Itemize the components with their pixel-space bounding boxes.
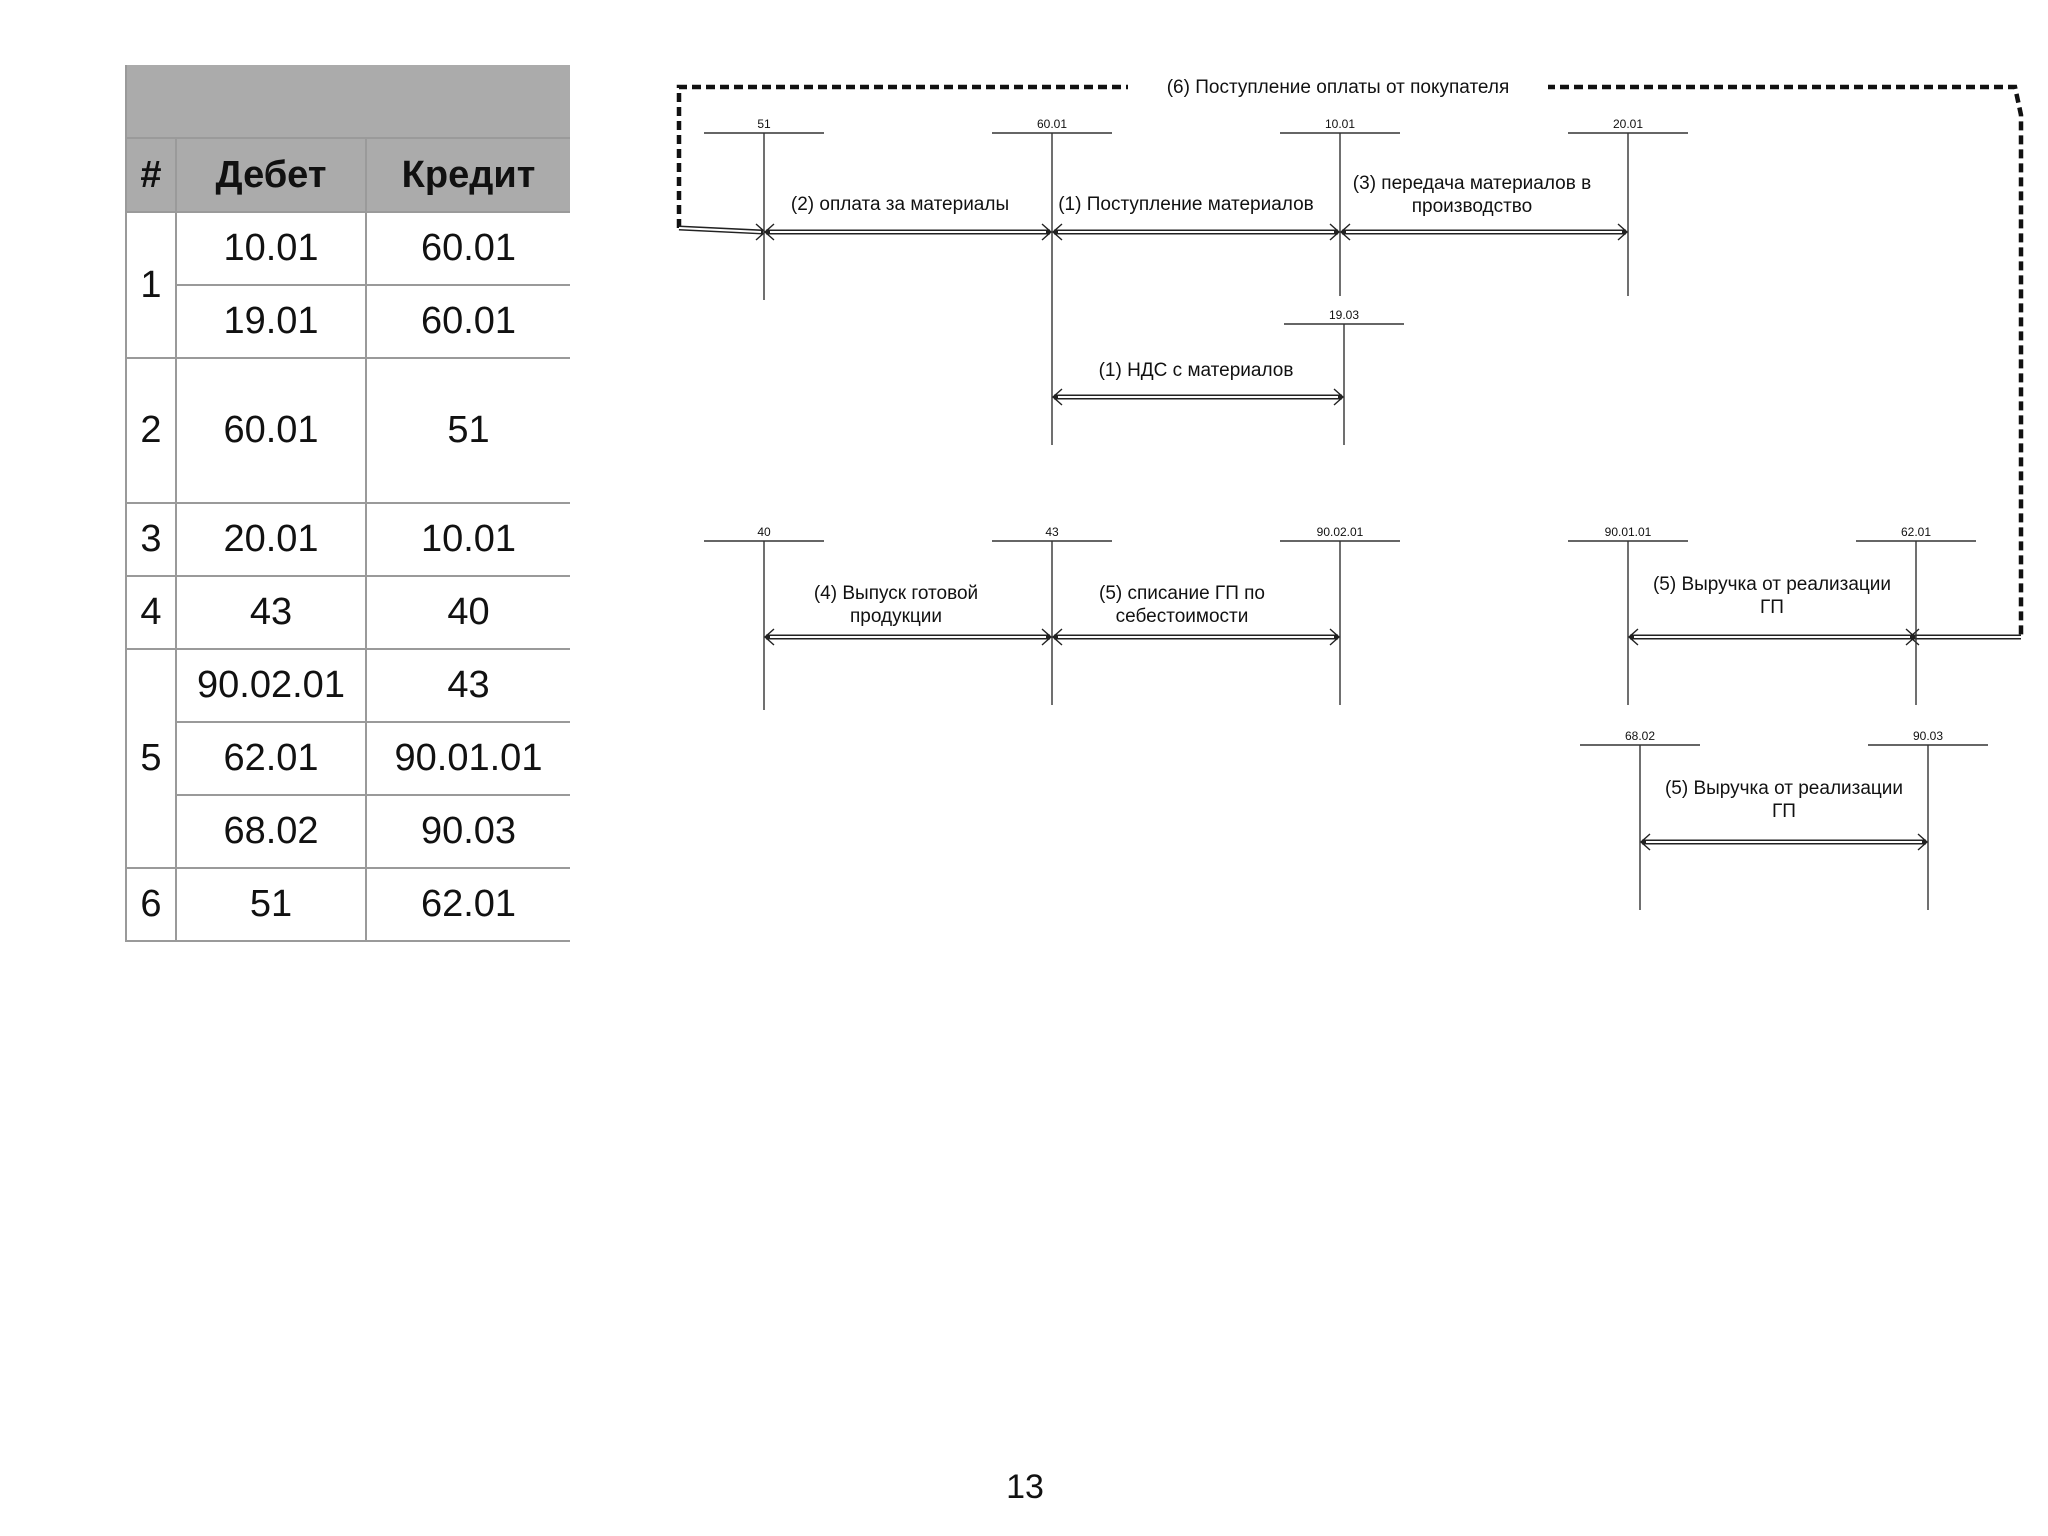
account-label: 10.01 bbox=[1325, 117, 1355, 131]
t-account-62-01: 62.01 bbox=[1856, 525, 1976, 705]
account-label: 20.01 bbox=[1613, 117, 1643, 131]
svg-text:(2) оплата за материалы: (2) оплата за материалы bbox=[791, 194, 1009, 215]
svg-text:(5) Выручка от реализации: (5) Выручка от реализации bbox=[1665, 778, 1903, 799]
table-row: 1 10.01 60.01 bbox=[125, 211, 570, 359]
table-row: 19.01 60.01 bbox=[126, 284, 570, 359]
table-row: 4 43 40 bbox=[125, 575, 570, 650]
table-header-row: # Дебет Кредит bbox=[125, 137, 570, 213]
t-account-51: 51 bbox=[704, 117, 824, 300]
entry-credit: 90.03 bbox=[365, 794, 570, 869]
flow-1-vat-materials: (1) НДС с материалов bbox=[1051, 360, 1345, 406]
entry-credit: 60.01 bbox=[365, 211, 570, 286]
account-label: 68.02 bbox=[1625, 729, 1655, 743]
svg-text:(3) передача материалов в: (3) передача материалов в bbox=[1353, 173, 1591, 194]
table-row: 68.02 90.03 bbox=[126, 794, 570, 869]
entry-debit: 19.01 bbox=[175, 284, 367, 359]
payment-loop-dashed-line bbox=[676, 84, 2024, 637]
entry-debit: 20.01 bbox=[175, 502, 367, 577]
payment-caption-bg bbox=[1128, 73, 1548, 101]
entry-credit: 40 bbox=[365, 575, 570, 650]
entry-credit: 51 bbox=[365, 357, 570, 504]
flow-2-payment-materials: (2) оплата за материалы bbox=[763, 194, 1053, 241]
account-label: 62.01 bbox=[1901, 525, 1931, 539]
entry-credit: 90.01.01 bbox=[365, 721, 570, 796]
account-flow-diagram: (6) Поступление оплаты от покупателя 51 … bbox=[676, 73, 2024, 910]
entry-credit: 62.01 bbox=[365, 867, 570, 942]
svg-text:(1) Поступление материалов: (1) Поступление материалов bbox=[1058, 194, 1314, 215]
t-account-90-01-01: 90.01.01 bbox=[1568, 525, 1688, 705]
t-account-19-03: 19.03 bbox=[1284, 308, 1404, 445]
svg-text:производство: производство bbox=[1412, 196, 1533, 217]
table-row: 5 90.02.01 43 bbox=[125, 648, 570, 869]
entry-number: 3 bbox=[125, 502, 177, 577]
entry-number: 6 bbox=[125, 867, 177, 942]
payment-caption: (6) Поступление оплаты от покупателя bbox=[1167, 77, 1510, 98]
flow-1-materials-received: (1) Поступление материалов bbox=[1051, 194, 1341, 241]
svg-text:продукции: продукции bbox=[850, 606, 942, 627]
t-account-43: 43 bbox=[992, 525, 1112, 705]
entry-debit: 60.01 bbox=[175, 357, 367, 504]
t-account-90-02-01: 90.02.01 bbox=[1280, 525, 1400, 705]
entry-debit: 62.01 bbox=[175, 721, 367, 796]
table-top-bar bbox=[125, 65, 570, 139]
entry-debit: 43 bbox=[175, 575, 367, 650]
t-account-60-01: 60.01 bbox=[992, 117, 1112, 445]
flow-5-revenue: (5) Выручка от реализации ГП bbox=[1627, 574, 1917, 646]
entry-number: 2 bbox=[125, 357, 177, 504]
entry-debit: 10.01 bbox=[175, 211, 367, 286]
header-credit: Кредит bbox=[365, 137, 570, 213]
entry-number: 5 bbox=[125, 648, 177, 869]
entry-credit: 43 bbox=[365, 648, 570, 723]
table-row: 3 20.01 10.01 bbox=[125, 502, 570, 577]
svg-text:ГП: ГП bbox=[1760, 597, 1784, 618]
entry-debit: 68.02 bbox=[175, 794, 367, 869]
svg-text:себестоимости: себестоимости bbox=[1116, 606, 1249, 627]
account-label: 51 bbox=[757, 117, 771, 131]
account-label: 19.03 bbox=[1329, 308, 1359, 322]
flow-5-revenue-vat: (5) Выручка от реализации ГП bbox=[1639, 778, 1929, 851]
t-account-20-01: 20.01 bbox=[1568, 117, 1688, 296]
entry-number: 4 bbox=[125, 575, 177, 650]
svg-text:ГП: ГП bbox=[1772, 801, 1796, 822]
entry-credit: 60.01 bbox=[365, 284, 570, 359]
account-label: 90.03 bbox=[1913, 729, 1943, 743]
svg-text:(5) Выручка от реализации: (5) Выручка от реализации bbox=[1653, 574, 1891, 595]
account-label: 43 bbox=[1045, 525, 1059, 539]
account-label: 40 bbox=[757, 525, 771, 539]
entry-number: 1 bbox=[125, 211, 177, 359]
table-row: 2 60.01 51 bbox=[125, 357, 570, 504]
svg-text:(4) Выпуск готовой: (4) Выпуск готовой bbox=[814, 583, 978, 604]
flow-4-finished-goods-release: (4) Выпуск готовой продукции bbox=[763, 583, 1053, 646]
header-num: # bbox=[125, 137, 177, 213]
journal-entries-table: # Дебет Кредит 1 10.01 60.01 19.01 60.01… bbox=[125, 65, 570, 942]
svg-text:(1) НДС с материалов: (1) НДС с материалов bbox=[1099, 360, 1294, 381]
entry-credit: 10.01 bbox=[365, 502, 570, 577]
table-row: 62.01 90.01.01 bbox=[126, 721, 570, 796]
svg-text:(5) списание ГП по: (5) списание ГП по bbox=[1099, 583, 1265, 604]
table-row: 6 51 62.01 bbox=[125, 867, 570, 942]
entry-debit: 90.02.01 bbox=[175, 648, 367, 723]
account-label: 60.01 bbox=[1037, 117, 1067, 131]
flow-3-materials-to-production: (3) передача материалов в производство bbox=[1339, 173, 1629, 241]
page-number: 13 bbox=[1006, 1468, 1044, 1506]
t-account-40: 40 bbox=[704, 525, 824, 710]
entry-debit: 51 bbox=[175, 867, 367, 942]
t-account-90-03: 90.03 bbox=[1868, 729, 1988, 910]
account-label: 90.01.01 bbox=[1605, 525, 1652, 539]
t-account-68-02: 68.02 bbox=[1580, 729, 1700, 910]
flow-5-cost-write-off: (5) списание ГП по себестоимости bbox=[1051, 583, 1341, 646]
header-debit: Дебет bbox=[175, 137, 367, 213]
t-account-10-01: 10.01 bbox=[1280, 117, 1400, 296]
account-label: 90.02.01 bbox=[1317, 525, 1364, 539]
